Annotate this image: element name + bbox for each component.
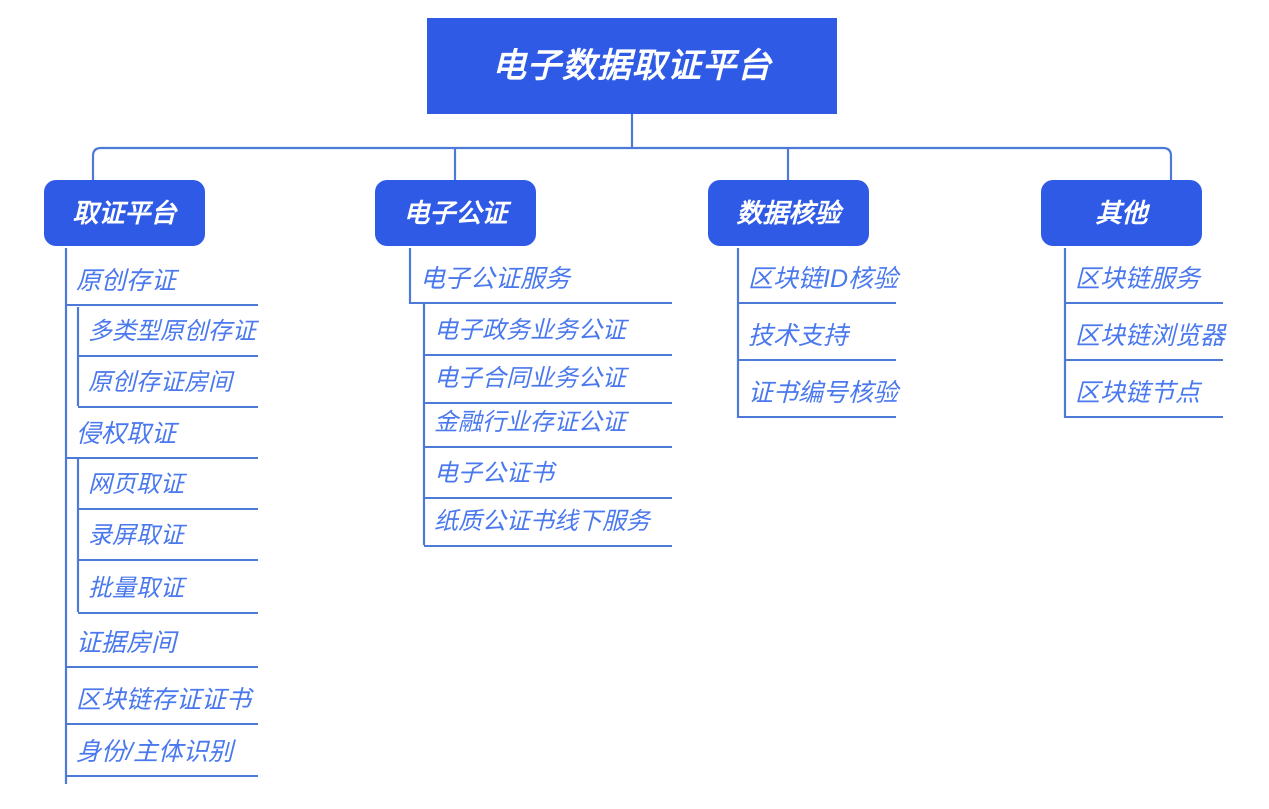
leaf-label: 原创存证 xyxy=(76,266,177,295)
leaf-label: 电子政务业务公证 xyxy=(434,317,626,344)
leaf-label: 电子公证书 xyxy=(434,460,554,487)
branch-node-取证平台[interactable]: 取证平台 xyxy=(44,180,205,246)
leaf-item[interactable]: 录屏取证 xyxy=(78,513,258,561)
branch-node-其他[interactable]: 其他 xyxy=(1041,180,1202,246)
leaf-item[interactable]: 纸质公证书线下服务 xyxy=(424,499,672,547)
leaf-label: 证书编号核验 xyxy=(748,378,899,407)
branch-node-数据核验[interactable]: 数据核验 xyxy=(708,180,869,246)
leaf-item[interactable]: 区块链浏览器 xyxy=(1065,313,1226,361)
leaf-item[interactable]: 区块链ID核验 xyxy=(738,256,899,304)
leaf-label: 技术支持 xyxy=(748,321,849,350)
branch-node-label: 电子公证 xyxy=(403,198,508,228)
leaf-item[interactable]: 批量取证 xyxy=(78,566,258,614)
leaf-item[interactable]: 技术支持 xyxy=(738,313,896,361)
leaf-label: 区块链ID核验 xyxy=(748,264,899,293)
branch-node-label: 其他 xyxy=(1095,198,1148,228)
leaf-item[interactable]: 电子合同业务公证 xyxy=(424,356,672,404)
leaf-item[interactable]: 证书编号核验 xyxy=(738,370,899,418)
leaf-item[interactable]: 身份/主体识别 xyxy=(66,729,258,777)
leaf-item[interactable]: 多类型原创存证 xyxy=(78,309,258,357)
leaf-label: 区块链存证证书 xyxy=(76,685,252,714)
leaf-item[interactable]: 电子公证服务 xyxy=(410,256,672,304)
leaf-item[interactable]: 电子公证书 xyxy=(424,451,672,499)
leaf-item[interactable]: 区块链存证证书 xyxy=(66,677,258,725)
leaf-item[interactable]: 网页取证 xyxy=(78,462,258,510)
leaf-label: 区块链浏览器 xyxy=(1075,321,1226,350)
leaf-item[interactable]: 原创存证房间 xyxy=(78,360,258,408)
root-node-label: 电子数据取证平台 xyxy=(492,47,772,85)
leaf-item[interactable]: 区块链服务 xyxy=(1065,256,1223,304)
branch-node-电子公证[interactable]: 电子公证 xyxy=(375,180,536,246)
branch-node-label: 数据核验 xyxy=(736,198,841,228)
leaf-label: 身份/主体识别 xyxy=(76,737,233,766)
leaf-item[interactable]: 电子政务业务公证 xyxy=(424,308,672,356)
leaf-label: 区块链服务 xyxy=(1075,264,1201,293)
leaf-label: 金融行业存证公证 xyxy=(434,409,626,436)
leaf-item[interactable]: 证据房间 xyxy=(66,620,258,668)
root-node[interactable]: 电子数据取证平台 xyxy=(427,18,837,114)
leaf-label: 纸质公证书线下服务 xyxy=(434,508,650,535)
leaf-label: 证据房间 xyxy=(76,628,177,657)
leaf-label: 批量取证 xyxy=(88,575,184,602)
leaf-label: 录屏取证 xyxy=(88,522,184,549)
leaf-item[interactable]: 原创存证 xyxy=(66,258,258,306)
leaf-label: 电子公证服务 xyxy=(420,264,571,293)
leaf-item[interactable]: 侵权取证 xyxy=(66,411,258,459)
leaf-label: 原创存证房间 xyxy=(88,369,232,396)
leaf-item[interactable]: 区块链节点 xyxy=(1065,370,1223,418)
leaf-label: 网页取证 xyxy=(88,471,184,498)
leaf-label: 多类型原创存证 xyxy=(88,318,256,345)
leaf-item[interactable]: 金融行业存证公证 xyxy=(424,400,672,448)
root-bus xyxy=(91,146,1173,180)
branch-node-label: 取证平台 xyxy=(72,198,177,228)
leaf-label: 区块链节点 xyxy=(1075,378,1201,407)
leaf-label: 电子合同业务公证 xyxy=(434,365,626,392)
leaf-label: 侵权取证 xyxy=(76,419,177,448)
